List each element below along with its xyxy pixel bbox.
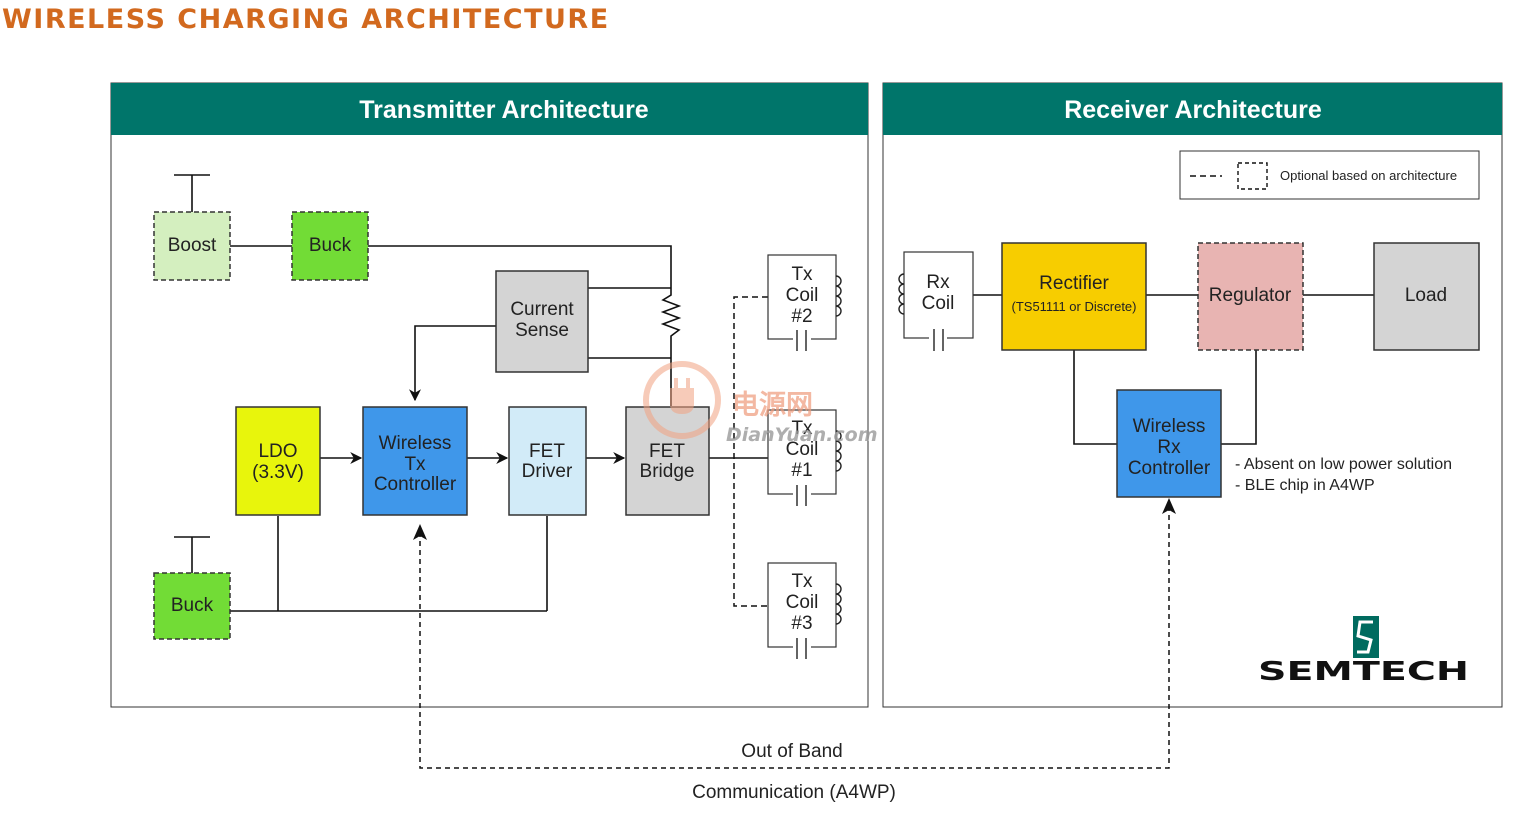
receiver-title: Receiver Architecture [1064, 96, 1322, 124]
ldo-line-2: (3.3V) [252, 462, 304, 483]
wireless-rx-controller-block: Wireless Rx Controller [1116, 389, 1222, 498]
rectifier-sublabel: (TS51111 or Discrete) [1012, 299, 1137, 314]
legend-dash-box [1237, 162, 1268, 190]
tx-coil-3-line-1: Tx [791, 571, 813, 592]
buck-top-label: Buck [309, 235, 352, 256]
transmitter-panel: Transmitter Architecture [110, 82, 869, 708]
rx-note-1: - Absent on low power solution [1235, 456, 1452, 473]
buck-bottom-label: Buck [171, 595, 214, 616]
wireless-rx-line-1: Wireless [1133, 416, 1206, 437]
transmitter-title: Transmitter Architecture [359, 96, 649, 124]
buck-bottom-block: Buck [153, 572, 231, 640]
semtech-logo-text: SEMTECH [1258, 657, 1469, 687]
plug-icon [643, 361, 721, 439]
current-sense-line-1: Current [510, 299, 574, 320]
rx-coil-line-1: Rx [926, 272, 950, 293]
tx-coil-1-line-3: #1 [791, 460, 812, 481]
boost-label: Boost [168, 235, 217, 256]
rx-note-2: - BLE chip in A4WP [1235, 477, 1375, 494]
wireless-rx-line-3: Controller [1128, 458, 1211, 479]
legend-label: Optional based on architecture [1280, 168, 1457, 183]
current-sense-line-2: Sense [515, 320, 569, 341]
wireless-tx-line-2: Tx [404, 454, 426, 475]
tx-coil-1-line-1: Tx [791, 418, 813, 439]
tx-coil-3-line-3: #3 [791, 613, 812, 634]
rx-coil: Rx Coil [898, 251, 974, 351]
oob-arrow-tx [413, 524, 427, 540]
wireless-rx-line-2: Rx [1157, 437, 1181, 458]
rx-coil-line-2: Coil [922, 293, 955, 314]
wireless-tx-line-1: Wireless [379, 433, 452, 454]
rectifier-block: Rectifier (TS51111 or Discrete) [1001, 242, 1147, 351]
semtech-logo: SEMTECH [1258, 616, 1469, 687]
tx-coil-2: Tx Coil #2 [767, 254, 842, 351]
semtech-logo-s-icon [1356, 620, 1373, 654]
regulator-label: Regulator [1209, 285, 1292, 306]
oob-arrow-rx [1162, 498, 1176, 514]
tx-coil-3-line-2: Coil [786, 592, 819, 613]
tx-coil-2-line-1: Tx [791, 264, 813, 285]
dianyuan-watermark: 电源网 DianYuan.com [643, 361, 878, 446]
regulator-block: Regulator [1197, 242, 1304, 351]
tx-coil-3: Tx Coil #3 [767, 562, 842, 659]
page-title: WIRELESS CHARGING ARCHITECTURE [2, 4, 610, 35]
load-block: Load [1373, 242, 1480, 351]
tx-coil-1-line-2: Coil [786, 439, 819, 460]
wireless-tx-line-3: Controller [374, 474, 457, 495]
watermark-en: DianYuan.com [726, 424, 878, 446]
ldo-line-1: LDO [258, 441, 297, 462]
comm-label-1: Out of Band [741, 741, 842, 762]
tx-coil-2-line-3: #2 [791, 306, 812, 327]
current-sense-block: Current Sense [495, 270, 589, 373]
fet-driver-block: FET Driver [508, 406, 587, 516]
tx-optional-links [733, 296, 768, 607]
fet-bridge-line-2: Bridge [640, 461, 695, 482]
watermark-cn: 电源网 [732, 390, 813, 421]
fet-bridge-line-1: FET [649, 441, 685, 462]
load-label: Load [1405, 285, 1447, 306]
tx-coil-1: Tx Coil #1 [767, 409, 842, 506]
oob-communication-link [419, 504, 1170, 769]
comm-label-2: Communication (A4WP) [692, 782, 896, 803]
rectifier-label: Rectifier [1039, 273, 1109, 294]
tx-coil-2-line-2: Coil [786, 285, 819, 306]
fet-driver-line-1: FET [529, 441, 565, 462]
ldo-block: LDO (3.3V) [235, 406, 321, 516]
fet-bridge-block: FET Bridge [625, 406, 710, 516]
fet-driver-line-2: Driver [522, 461, 573, 482]
boost-block: Boost [153, 211, 231, 281]
rx-wires [973, 294, 1374, 445]
tx-wires [174, 174, 768, 612]
buck-top-block: Buck [291, 211, 369, 281]
legend: Optional based on architecture [1179, 150, 1480, 200]
wireless-tx-controller-block: Wireless Tx Controller [362, 406, 468, 516]
